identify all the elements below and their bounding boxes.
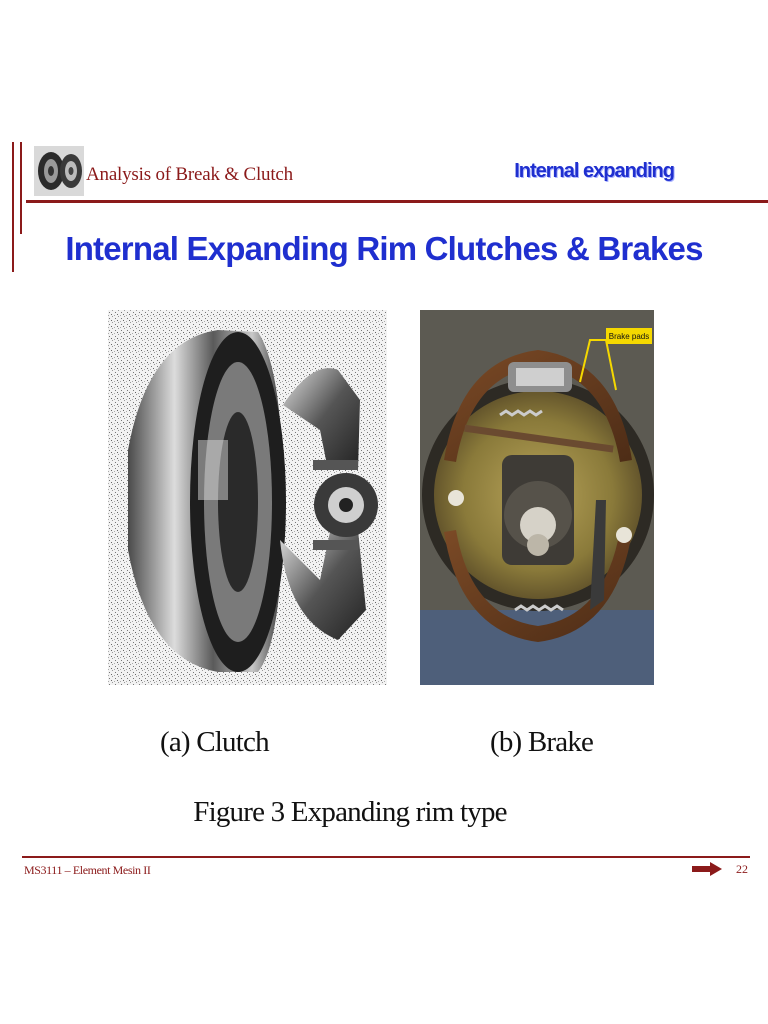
course-label: MS3111 – Element Mesin II [24, 863, 151, 877]
section-tag: Internal expanding [514, 160, 675, 182]
brake-pads-callout: Brake pads [609, 332, 649, 341]
header-divider [26, 200, 768, 203]
page-number: 22 [736, 862, 748, 876]
next-arrow-icon[interactable] [692, 862, 722, 876]
clutch-photo [108, 310, 387, 685]
slide-title: Internal Expanding Rim Clutches & Brakes [65, 230, 703, 267]
left-border-rule [12, 142, 14, 272]
clutch-logo-icon [34, 146, 84, 196]
figure-caption: Figure 3 Expanding rim type [193, 796, 507, 828]
clutch-caption: (a) Clutch [160, 726, 270, 758]
brake-caption: (b) Brake [490, 726, 594, 758]
header-title: Analysis of Break & Clutch [86, 164, 293, 185]
brake-photo: Brake pads [420, 310, 654, 685]
footer-divider [22, 856, 750, 858]
left-border-rule-inner [20, 142, 22, 234]
